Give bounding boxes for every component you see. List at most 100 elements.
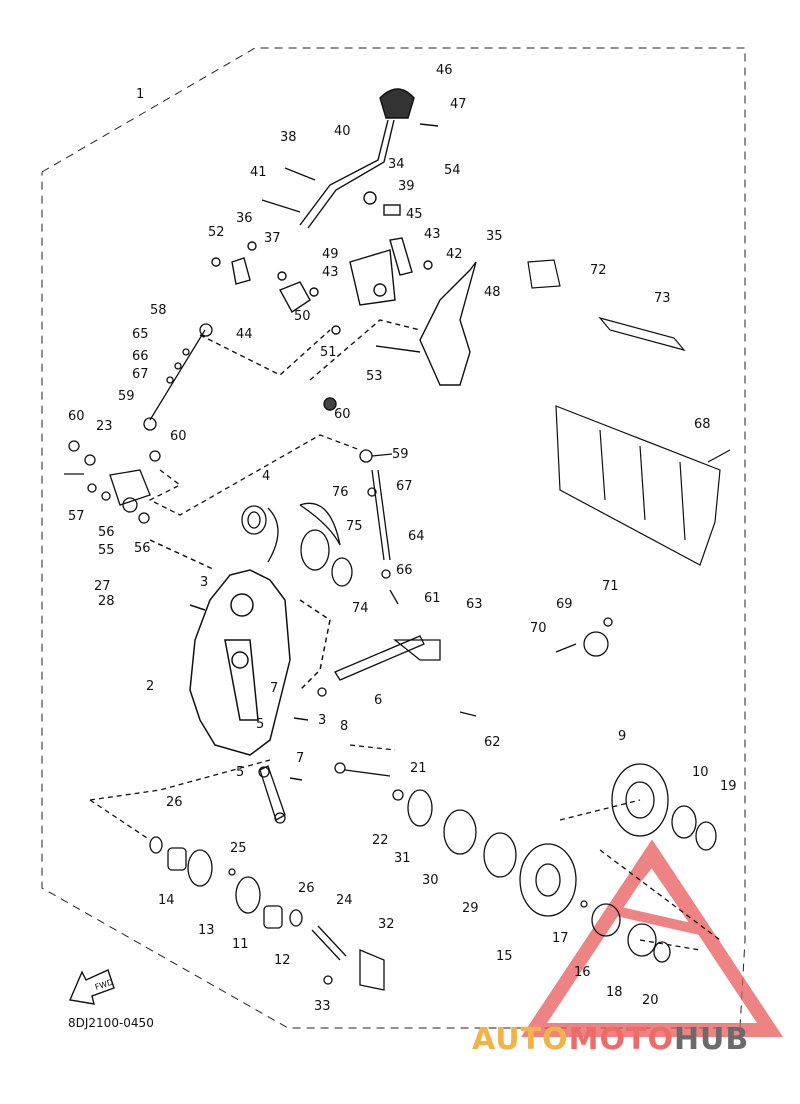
- callout-9: 9: [618, 729, 626, 744]
- shift-arm: [258, 765, 286, 824]
- decal-parts: [527, 259, 731, 566]
- callout-labels: 1233455677891011121314151617181920212223…: [68, 63, 737, 1014]
- callout-8: 8: [340, 719, 348, 734]
- fwd-arrow-icon: FWD: [69, 969, 115, 1005]
- transmission-case: [149, 539, 331, 781]
- callout-30: 30: [422, 873, 439, 888]
- callout-57: 57: [68, 509, 85, 524]
- callout-74: 74: [352, 601, 369, 616]
- callout-7: 7: [296, 751, 304, 766]
- callout-73: 73: [654, 291, 671, 306]
- callout-29: 29: [462, 901, 479, 916]
- callout-22: 22: [372, 833, 389, 848]
- callout-50: 50: [294, 309, 311, 324]
- callout-68: 68: [694, 417, 711, 432]
- callout-40: 40: [334, 124, 351, 139]
- callout-60: 60: [170, 429, 187, 444]
- reference-code: 8DJ2100-0450: [68, 1016, 154, 1030]
- callout-48: 48: [484, 285, 501, 300]
- callout-39: 39: [398, 179, 415, 194]
- callout-51: 51: [320, 345, 337, 360]
- callout-11: 11: [232, 937, 249, 952]
- callout-59: 59: [118, 389, 135, 404]
- callout-63: 63: [466, 597, 483, 612]
- shift-shaft: [317, 635, 721, 951]
- callout-5: 5: [256, 717, 264, 732]
- callout-2: 2: [146, 679, 154, 694]
- callout-64: 64: [408, 529, 425, 544]
- callout-3: 3: [200, 575, 208, 590]
- callout-19: 19: [720, 779, 737, 794]
- callout-17: 17: [552, 931, 569, 946]
- shift-lever-assembly: [199, 88, 477, 411]
- watermark-part-1: AUTO: [472, 1022, 569, 1057]
- callout-13: 13: [198, 923, 215, 938]
- callout-43: 43: [322, 265, 339, 280]
- clutch-assembly: [334, 617, 717, 963]
- callout-27: 27: [94, 579, 111, 594]
- callout-7: 7: [270, 681, 278, 696]
- callout-37: 37: [264, 231, 281, 246]
- left-linkage: [64, 323, 361, 524]
- callout-38: 38: [280, 130, 297, 145]
- callout-69: 69: [556, 597, 573, 612]
- callout-61: 61: [424, 591, 441, 606]
- watermark-part-2: MOTO: [568, 1022, 674, 1057]
- callout-70: 70: [530, 621, 547, 636]
- callout-56: 56: [134, 541, 151, 556]
- callout-55: 55: [98, 543, 115, 558]
- callout-59: 59: [392, 447, 409, 462]
- callout-14: 14: [158, 893, 175, 908]
- callout-6: 6: [374, 693, 382, 708]
- callout-3: 3: [318, 713, 326, 728]
- fwd-label: FWD: [94, 978, 115, 992]
- callout-72: 72: [590, 263, 607, 278]
- callout-26: 26: [166, 795, 183, 810]
- callout-15: 15: [496, 949, 513, 964]
- callout-32: 32: [378, 917, 395, 932]
- callout-31: 31: [394, 851, 411, 866]
- callout-4: 4: [262, 469, 270, 484]
- callout-45: 45: [406, 207, 423, 222]
- callout-36: 36: [236, 211, 253, 226]
- callout-75: 75: [346, 519, 363, 534]
- callout-60: 60: [334, 407, 351, 422]
- callout-33: 33: [314, 999, 331, 1014]
- callout-47: 47: [450, 97, 467, 112]
- callout-52: 52: [208, 225, 225, 240]
- callout-66: 66: [396, 563, 413, 578]
- callout-34: 34: [388, 157, 405, 172]
- callout-1: 1: [136, 87, 144, 102]
- callout-56: 56: [98, 525, 115, 540]
- callout-60: 60: [68, 409, 85, 424]
- callout-18: 18: [606, 985, 623, 1000]
- callout-76: 76: [332, 485, 349, 500]
- callout-41: 41: [250, 165, 267, 180]
- callout-10: 10: [692, 765, 709, 780]
- watermark-text: AUTOMOTOHUB: [472, 1022, 749, 1057]
- callout-62: 62: [484, 735, 501, 750]
- callout-66: 66: [132, 349, 149, 364]
- callout-42: 42: [446, 247, 463, 262]
- gear-train-upper: [241, 449, 399, 605]
- callout-67: 67: [396, 479, 413, 494]
- watermark-part-3: HUB: [673, 1022, 750, 1057]
- callout-16: 16: [574, 965, 591, 980]
- callout-46: 46: [436, 63, 453, 78]
- callout-23: 23: [96, 419, 113, 434]
- callout-5: 5: [236, 765, 244, 780]
- callout-26: 26: [298, 881, 315, 896]
- callout-43: 43: [424, 227, 441, 242]
- callout-20: 20: [642, 993, 659, 1008]
- callout-44: 44: [236, 327, 253, 342]
- callout-21: 21: [410, 761, 427, 776]
- callout-24: 24: [336, 893, 353, 908]
- callout-49: 49: [322, 247, 339, 262]
- callout-53: 53: [366, 369, 383, 384]
- callout-54: 54: [444, 163, 461, 178]
- callout-35: 35: [486, 229, 503, 244]
- callout-65: 65: [132, 327, 149, 342]
- watermark-logo-icon: [520, 839, 784, 1037]
- callout-67: 67: [132, 367, 149, 382]
